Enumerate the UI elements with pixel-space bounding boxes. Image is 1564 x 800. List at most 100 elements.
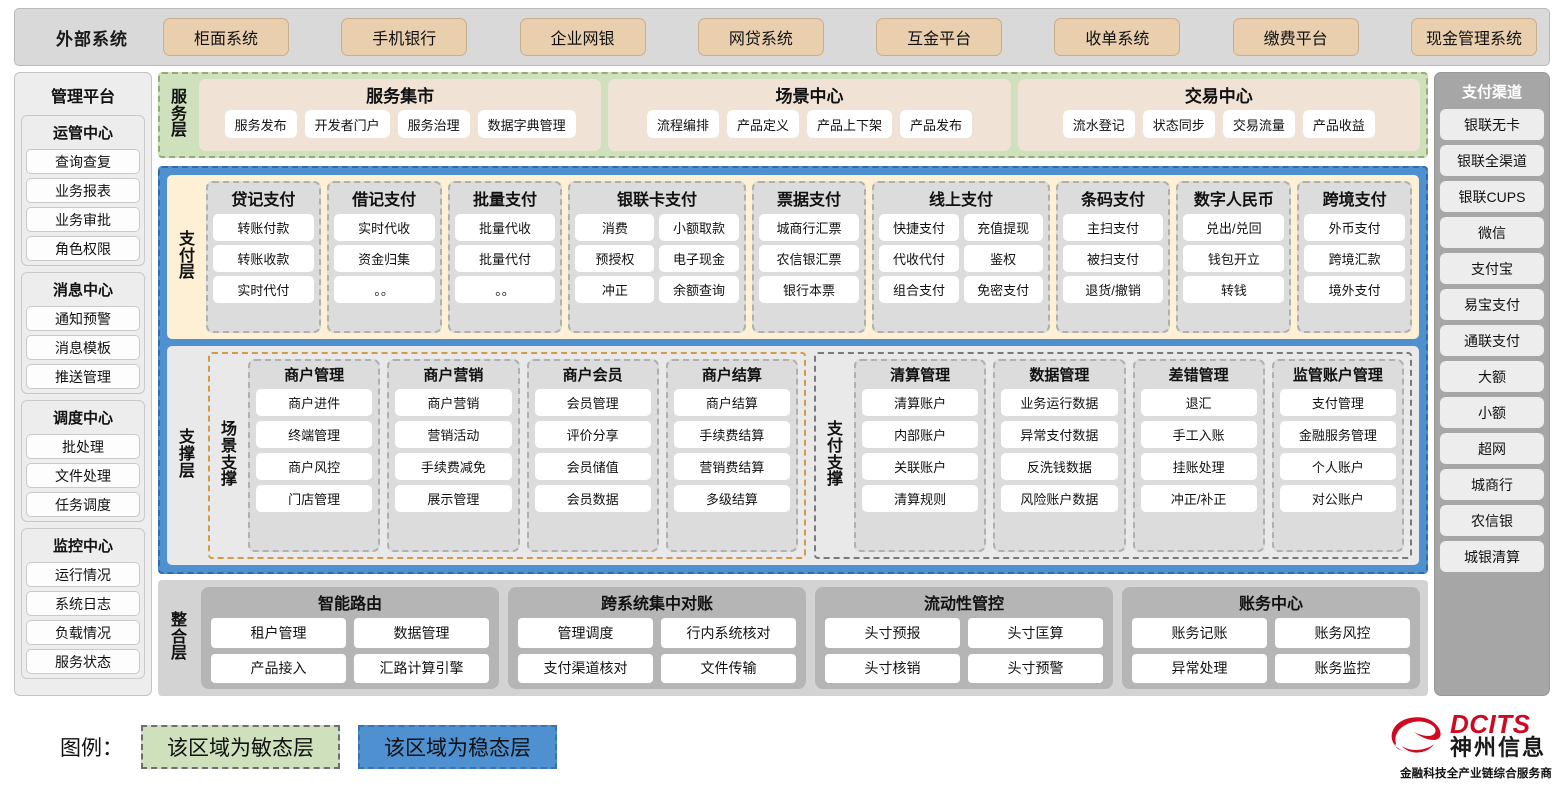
external-system-item[interactable]: 网贷系统 — [697, 18, 824, 56]
integration-cell[interactable]: 异常处理 — [1132, 653, 1267, 683]
scene-support-cell[interactable]: 会员管理 — [534, 389, 651, 416]
management-item[interactable]: 消息模板 — [26, 335, 140, 360]
payment-cell[interactable]: 被扫支付 — [1062, 245, 1164, 272]
payment-channel-item[interactable]: 银联全渠道 — [1440, 145, 1544, 176]
management-item[interactable]: 服务状态 — [26, 649, 140, 674]
payment-cell[interactable]: 小额取款 — [659, 214, 739, 241]
external-system-item[interactable]: 手机银行 — [341, 18, 468, 56]
integration-cell[interactable]: 头寸核销 — [825, 653, 960, 683]
payment-support-cell[interactable]: 内部账户 — [862, 421, 979, 448]
payment-cell[interactable]: 批量代收 — [454, 214, 556, 241]
payment-support-cell[interactable]: 支付管理 — [1279, 389, 1396, 416]
payment-support-cell[interactable]: 异常支付数据 — [1001, 421, 1118, 448]
scene-support-cell[interactable]: 多级结算 — [673, 485, 790, 512]
payment-cell[interactable]: 电子现金 — [659, 245, 739, 272]
scene-support-cell[interactable]: 商户营销 — [395, 389, 512, 416]
payment-cell[interactable]: 跨境汇款 — [1304, 245, 1405, 272]
scene-support-cell[interactable]: 手续费结算 — [673, 421, 790, 448]
payment-support-cell[interactable]: 清算规则 — [862, 485, 979, 512]
payment-support-cell[interactable]: 个人账户 — [1279, 453, 1396, 480]
payment-channel-item[interactable]: 小额 — [1440, 397, 1544, 428]
management-item[interactable]: 运行情况 — [26, 562, 140, 587]
payment-channel-item[interactable]: 支付宝 — [1440, 253, 1544, 284]
payment-cell[interactable]: 外币支付 — [1304, 214, 1405, 241]
scene-support-cell[interactable]: 手续费减免 — [395, 453, 512, 480]
service-item[interactable]: 服务治理 — [397, 110, 470, 138]
integration-cell[interactable]: 支付渠道核对 — [518, 653, 653, 683]
payment-cell[interactable]: 免密支付 — [963, 276, 1043, 303]
service-item[interactable]: 流程编排 — [646, 110, 719, 138]
payment-cell[interactable]: 快捷支付 — [879, 214, 959, 241]
external-system-item[interactable]: 企业网银 — [519, 18, 646, 56]
payment-channel-item[interactable]: 大额 — [1440, 361, 1544, 392]
scene-support-cell[interactable]: 商户进件 — [256, 389, 373, 416]
payment-cell[interactable]: 余额查询 — [659, 276, 739, 303]
scene-support-cell[interactable]: 终端管理 — [256, 421, 373, 448]
payment-cell[interactable]: 消费 — [575, 214, 655, 241]
scene-support-cell[interactable]: 会员数据 — [534, 485, 651, 512]
payment-cell[interactable]: 转账付款 — [213, 214, 314, 241]
payment-cell[interactable]: 鉴权 — [963, 245, 1043, 272]
payment-channel-item[interactable]: 超网 — [1440, 433, 1544, 464]
service-item[interactable]: 产品发布 — [900, 110, 973, 138]
payment-cell[interactable]: 兑出/兑回 — [1183, 214, 1285, 241]
payment-support-cell[interactable]: 手工入账 — [1140, 421, 1257, 448]
payment-cell[interactable]: 主扫支付 — [1062, 214, 1164, 241]
integration-cell[interactable]: 汇路计算引擎 — [354, 653, 489, 683]
payment-cell[interactable]: 境外支付 — [1304, 276, 1405, 303]
management-item[interactable]: 业务审批 — [26, 207, 140, 232]
integration-cell[interactable]: 管理调度 — [518, 618, 653, 648]
payment-cell[interactable]: 退货/撤销 — [1062, 276, 1164, 303]
payment-cell[interactable]: 。。 — [333, 276, 435, 303]
payment-support-cell[interactable]: 冲正/补正 — [1140, 485, 1257, 512]
management-item[interactable]: 系统日志 — [26, 591, 140, 616]
payment-cell[interactable]: 实时代收 — [333, 214, 435, 241]
service-item[interactable]: 交易流量 — [1222, 110, 1295, 138]
external-system-item[interactable]: 互金平台 — [876, 18, 1003, 56]
payment-cell[interactable]: 充值提现 — [963, 214, 1043, 241]
payment-channel-item[interactable]: 通联支付 — [1440, 325, 1544, 356]
payment-channel-item[interactable]: 城商行 — [1440, 469, 1544, 500]
integration-cell[interactable]: 头寸预报 — [825, 618, 960, 648]
payment-cell[interactable]: 预授权 — [575, 245, 655, 272]
payment-support-cell[interactable]: 清算账户 — [862, 389, 979, 416]
payment-support-cell[interactable]: 业务运行数据 — [1001, 389, 1118, 416]
management-item[interactable]: 文件处理 — [26, 463, 140, 488]
integration-cell[interactable]: 头寸预警 — [968, 653, 1103, 683]
integration-cell[interactable]: 数据管理 — [354, 618, 489, 648]
payment-support-cell[interactable]: 挂账处理 — [1140, 453, 1257, 480]
external-system-item[interactable]: 缴费平台 — [1232, 18, 1359, 56]
management-item[interactable]: 批处理 — [26, 434, 140, 459]
scene-support-cell[interactable]: 商户结算 — [673, 389, 790, 416]
integration-cell[interactable]: 租户管理 — [211, 618, 346, 648]
external-system-item[interactable]: 收单系统 — [1054, 18, 1181, 56]
payment-cell[interactable]: 。。 — [454, 276, 556, 303]
payment-cell[interactable]: 钱包开立 — [1183, 245, 1285, 272]
payment-support-cell[interactable]: 退汇 — [1140, 389, 1257, 416]
payment-channel-item[interactable]: 农信银 — [1440, 505, 1544, 536]
service-item[interactable]: 流水登记 — [1062, 110, 1135, 138]
external-system-item[interactable]: 柜面系统 — [163, 18, 289, 56]
payment-support-cell[interactable]: 金融服务管理 — [1279, 421, 1396, 448]
service-item[interactable]: 服务发布 — [224, 110, 297, 138]
scene-support-cell[interactable]: 展示管理 — [395, 485, 512, 512]
scene-support-cell[interactable]: 会员储值 — [534, 453, 651, 480]
payment-cell[interactable]: 实时代付 — [213, 276, 314, 303]
scene-support-cell[interactable]: 门店管理 — [256, 485, 373, 512]
payment-cell[interactable]: 组合支付 — [879, 276, 959, 303]
service-item[interactable]: 产品上下架 — [806, 110, 892, 138]
payment-channel-item[interactable]: 城银清算 — [1440, 541, 1544, 572]
integration-cell[interactable]: 头寸匡算 — [968, 618, 1103, 648]
management-item[interactable]: 查询查复 — [26, 149, 140, 174]
management-item[interactable]: 角色权限 — [26, 236, 140, 261]
integration-cell[interactable]: 账务监控 — [1275, 653, 1410, 683]
service-item[interactable]: 开发者门户 — [304, 110, 390, 138]
external-system-item[interactable]: 现金管理系统 — [1410, 18, 1537, 56]
payment-support-cell[interactable]: 关联账户 — [862, 453, 979, 480]
management-item[interactable]: 通知预警 — [26, 306, 140, 331]
integration-cell[interactable]: 账务风控 — [1275, 618, 1410, 648]
scene-support-cell[interactable]: 评价分享 — [534, 421, 651, 448]
payment-cell[interactable]: 冲正 — [575, 276, 655, 303]
management-item[interactable]: 负载情况 — [26, 620, 140, 645]
payment-cell[interactable]: 转账收款 — [213, 245, 314, 272]
